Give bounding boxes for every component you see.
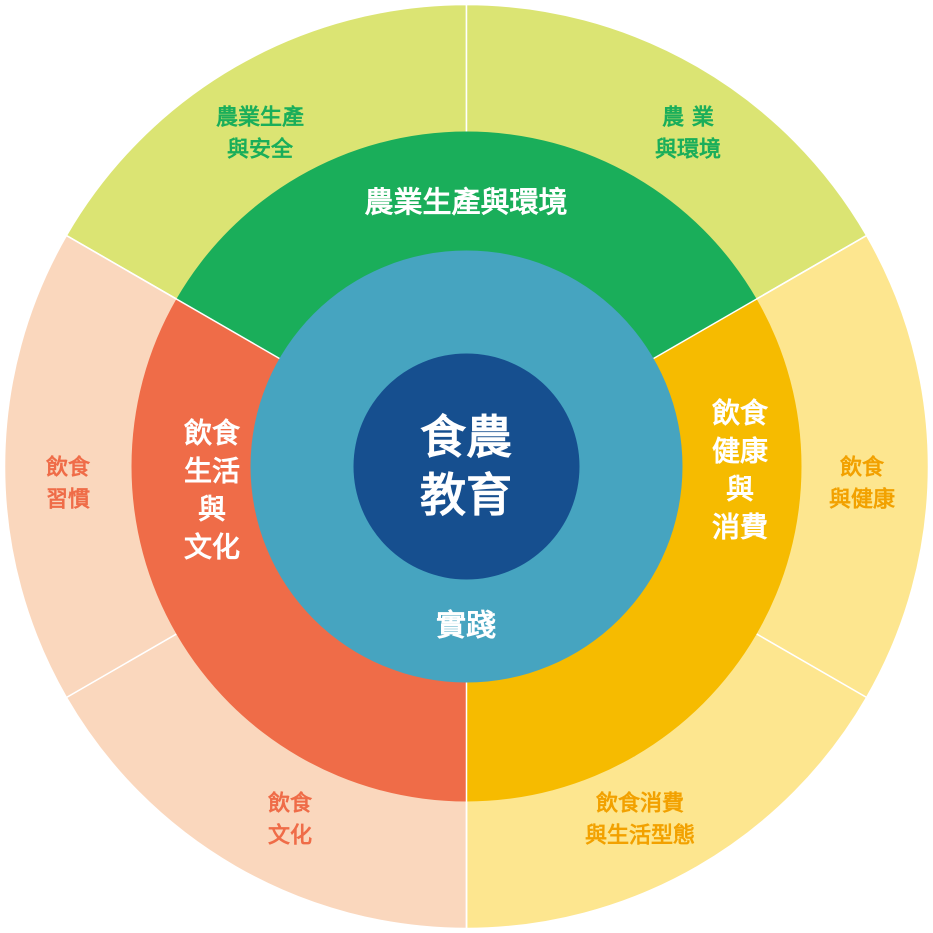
domain-label-health: 飲食 [712, 397, 769, 430]
sub-label-health-2: 飲食消費 [595, 791, 684, 817]
domain-label-health: 與 [726, 473, 754, 506]
center-label: 教育 [420, 468, 512, 522]
domain-label-culture: 與 [198, 493, 226, 526]
domain-label-culture: 飲食 [184, 417, 241, 450]
domain-label-health: 消費 [712, 511, 768, 544]
sub-label-culture-1: 文化 [268, 823, 312, 849]
domain-label-culture: 生活 [184, 455, 240, 488]
domain-label-health: 健康 [712, 435, 769, 468]
domain-separators [66, 234, 867, 929]
sub-label-agri-2: 與環境 [655, 137, 721, 163]
separator-line-1 [653, 234, 867, 360]
center-circle [353, 353, 580, 580]
domain-label-agri: 農業生產與環境 [364, 185, 567, 219]
domain-label-culture: 文化 [184, 531, 240, 564]
center-label: 食農 [420, 410, 512, 464]
sub-label-health-2: 與生活型態 [585, 823, 695, 849]
sub-label-agri-1: 與安全 [227, 137, 294, 163]
sub-label-health-1: 與健康 [829, 487, 896, 513]
sub-label-culture-2: 飲食 [45, 455, 91, 481]
sub-label-agri-1: 農業生產 [216, 105, 304, 131]
sub-label-culture-1: 飲食 [267, 791, 313, 817]
sub-label-agri-2: 農 業 [662, 106, 715, 131]
practice-label: 實踐 [436, 609, 496, 644]
sub-label-culture-2: 習慣 [46, 487, 90, 513]
separator-line-2 [66, 234, 280, 360]
sub-label-health-1: 飲食 [839, 455, 885, 481]
